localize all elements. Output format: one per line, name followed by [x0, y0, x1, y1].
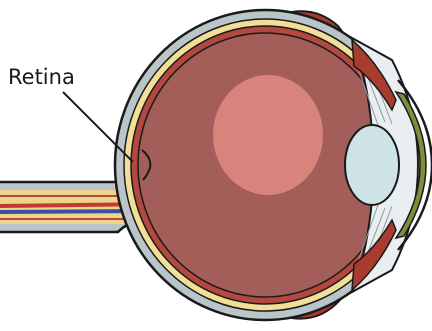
vitreous-highlight — [213, 75, 323, 195]
lens — [345, 125, 399, 205]
retina-label: Retina — [8, 65, 75, 89]
retina-label-group: Retina — [8, 65, 133, 162]
